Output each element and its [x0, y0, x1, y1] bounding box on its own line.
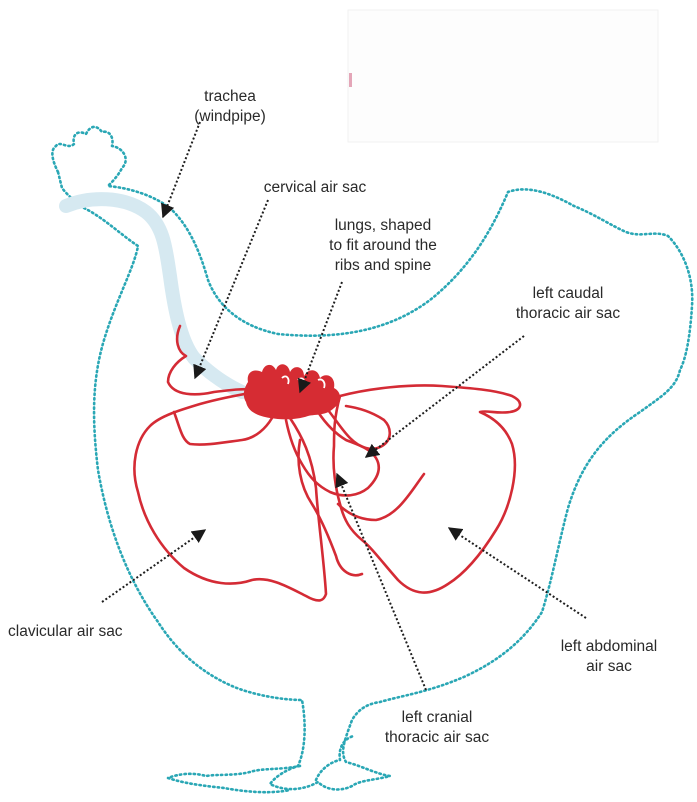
chicken-foot: [316, 736, 354, 780]
label-caudal-line1: left caudal: [533, 285, 604, 302]
pink-mark: [349, 73, 352, 87]
label-cranial-line1: left cranial: [402, 709, 473, 726]
clavicular-air-sac: [134, 392, 326, 600]
cranial-leader: [337, 474, 426, 690]
caudal-leader: [366, 336, 524, 457]
blank-inset-box: [348, 10, 658, 142]
label-cranial-line2: thoracic air sac: [385, 729, 489, 746]
label-abdominal-line1: left abdominal: [561, 638, 658, 655]
label-trachea-line2: (windpipe): [194, 108, 266, 125]
clavicular-air-sac-inner: [174, 412, 272, 445]
label-trachea-line1: trachea: [204, 88, 256, 105]
label-caudal-line2: thoracic air sac: [516, 305, 620, 322]
label-lungs-line3: ribs and spine: [335, 257, 432, 274]
abdominal-air-sac: [333, 385, 520, 592]
label-lungs-line1: lungs, shaped: [335, 217, 432, 234]
cervical-leader: [195, 200, 268, 378]
label-abdominal-line2: air sac: [586, 658, 632, 675]
abdominal-air-sac-lobe: [299, 440, 363, 575]
trachea-shape: [66, 199, 242, 392]
trachea-leader: [163, 122, 200, 217]
lungs-shape: [244, 364, 340, 419]
abdominal-air-sac-inner: [338, 474, 424, 520]
label-clavicular: clavicular air sac: [8, 623, 123, 640]
label-lungs-line2: to fit around the: [329, 237, 437, 254]
abdominal-leader: [449, 528, 586, 618]
label-cervical: cervical air sac: [264, 179, 367, 196]
